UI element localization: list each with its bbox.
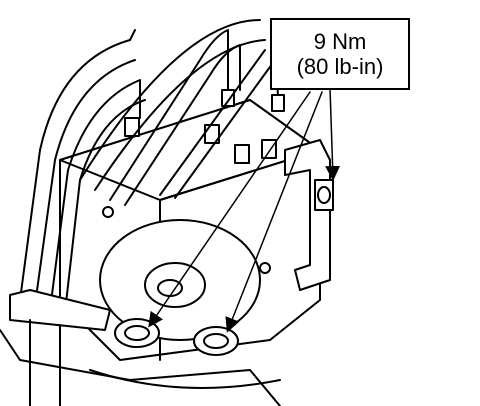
grommet-left bbox=[114, 318, 160, 348]
torque-leader-arrows bbox=[148, 87, 341, 333]
mounting-bracket bbox=[284, 139, 331, 291]
brake-line-fittings bbox=[124, 89, 285, 164]
torque-value-lbin: (80 lb-in) bbox=[296, 54, 384, 79]
grommet-right bbox=[193, 326, 239, 356]
lower-plate bbox=[9, 289, 111, 331]
torque-value-nm: 9 Nm bbox=[313, 28, 367, 54]
brake-lines bbox=[19, 19, 279, 313]
bracket-bolt bbox=[314, 179, 334, 211]
torque-spec-callout: 9 Nm (80 lb-in) bbox=[270, 18, 410, 90]
